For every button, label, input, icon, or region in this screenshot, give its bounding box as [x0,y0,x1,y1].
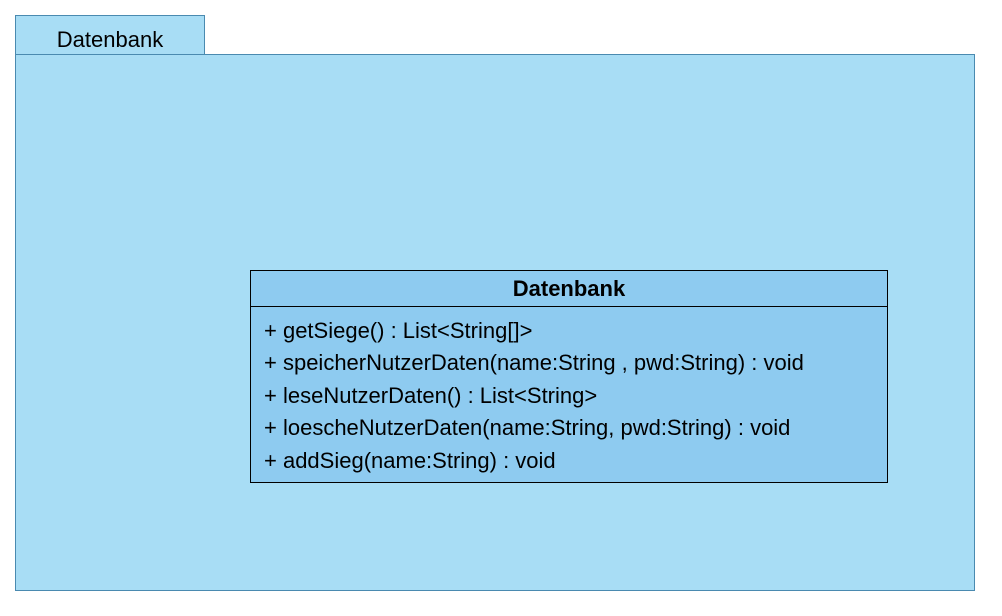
operation-lese-nutzer-daten: + leseNutzerDaten() : List<String> [264,382,598,408]
operation-get-siege: + getSiege() : List<String[]> [264,318,533,343]
operation-speicher-nutzer-daten: + speicherNutzerDaten(name:String , pwd:… [264,350,804,376]
class-operations: + getSiege() : List<String[]> + speicher… [251,307,887,477]
package-name: Datenbank [56,27,164,52]
operation-loesche-nutzer-daten: + loescheNutzerDaten(name:String, pwd:St… [264,415,791,441]
class-header: Datenbank [251,271,887,307]
class-box-datenbank: Datenbank + getSiege() : List<String[]> … [250,270,888,483]
class-name: Datenbank [512,275,626,301]
operation-add-sieg: + addSieg(name:String) : void [264,447,556,473]
package-tab: Datenbank [15,15,205,54]
